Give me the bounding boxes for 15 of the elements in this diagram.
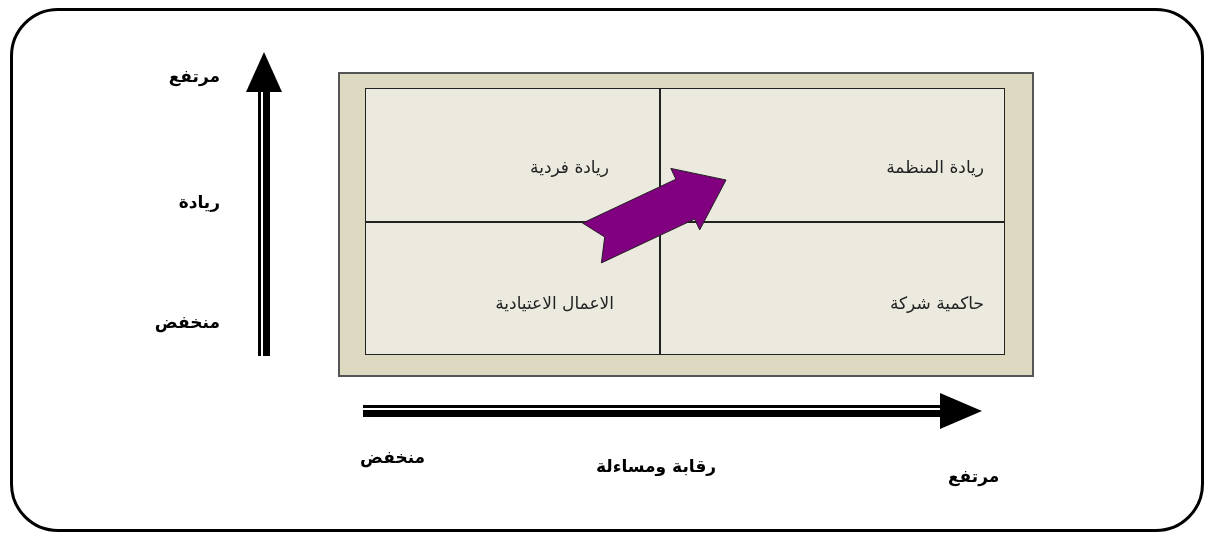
quadrant-label: حاكمية شركة <box>889 293 984 313</box>
quadrant-cell <box>365 222 660 355</box>
axis-label: رقابة ومساءلة <box>596 456 717 476</box>
quadrant-label: ريادة المنظمة <box>886 157 984 177</box>
quadrant-cell <box>365 88 660 222</box>
quadrant-label: الاعمال الاعتيادية <box>495 293 614 313</box>
axis-label: منخفض <box>360 447 426 467</box>
quadrant-label: ريادة فردية <box>530 157 609 177</box>
quadrant-cell <box>660 222 1005 355</box>
axis-label: منخفض <box>154 312 220 332</box>
axis-label: مرتفع <box>168 66 220 86</box>
axis-label: مرتفع <box>948 466 1000 486</box>
axis-label: ريادة <box>178 192 220 212</box>
quadrant-cell <box>660 88 1005 222</box>
block-arrow <box>582 167 727 264</box>
